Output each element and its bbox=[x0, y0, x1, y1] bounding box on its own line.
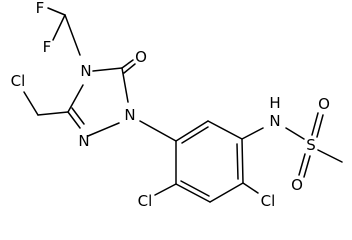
atom-n2: N bbox=[78, 132, 89, 150]
bond-s-o-upper bbox=[311, 112, 319, 136]
bond-c3-ch2 bbox=[37, 111, 69, 116]
bond-c2-c3ar bbox=[207, 120, 243, 140]
bond-f-chf2-top bbox=[47, 7, 66, 16]
bond-c4-c5ar bbox=[209, 182, 244, 203]
atom-cl-left: Cl bbox=[138, 192, 153, 210]
atom-n4: N bbox=[80, 62, 91, 80]
bond-c5-o bbox=[121, 59, 134, 69]
bonds bbox=[23, 7, 343, 203]
atom-o-lower: O bbox=[291, 176, 303, 194]
bond-n1-n2 bbox=[87, 122, 120, 137]
bond-f-chf2-left bbox=[52, 14, 66, 41]
atom-nh: N bbox=[269, 112, 280, 130]
bond-c3-n4 bbox=[67, 84, 84, 113]
bond-s-o-lower bbox=[298, 153, 306, 176]
bond-c4-cl bbox=[242, 182, 259, 194]
bond-c3ar-c4-inner bbox=[236, 143, 239, 180]
atom-f-top: F bbox=[36, 0, 45, 17]
bond-s-ch3 bbox=[317, 149, 343, 163]
chemical-structure: F F N O Cl N N N H S O O Cl Cl bbox=[11, 0, 343, 210]
bond-c3ar-nh bbox=[241, 127, 264, 140]
bond-c1-c2 bbox=[175, 120, 209, 142]
bond-c6-cl bbox=[154, 183, 177, 196]
atom-o-upper: O bbox=[318, 95, 330, 113]
bond-c5ar-c6 bbox=[175, 183, 211, 203]
bond-c5-o-double bbox=[123, 63, 136, 74]
bond-c5ar-c6-inner bbox=[180, 180, 210, 197]
atom-s: S bbox=[306, 136, 316, 154]
bond-s-o-lower-double bbox=[303, 155, 311, 178]
bond-nh-s bbox=[285, 127, 305, 140]
bond-n1-c1 bbox=[139, 120, 177, 142]
bond-c3ar-c4 bbox=[241, 138, 244, 184]
bond-c5-n1 bbox=[121, 67, 129, 103]
atom-n1: N bbox=[124, 106, 135, 124]
bond-chf2-n4 bbox=[64, 14, 81, 56]
bond-c1-c2-inner bbox=[181, 126, 209, 144]
bond-ch2-cl bbox=[23, 91, 39, 116]
atom-f-left: F bbox=[43, 38, 52, 56]
atom-cl-right: Cl bbox=[261, 192, 276, 210]
bond-n4-c5 bbox=[92, 67, 123, 72]
atom-o-carbonyl: O bbox=[135, 48, 147, 66]
atom-labels: F F N O Cl N N N H S O O Cl Cl bbox=[11, 0, 330, 210]
bond-n2-c3-double bbox=[71, 107, 85, 125]
atom-h: H bbox=[269, 94, 280, 112]
bond-s-o-upper-double bbox=[316, 114, 324, 138]
bond-n2-c3 bbox=[67, 111, 81, 129]
atom-cl-methyl: Cl bbox=[11, 72, 26, 90]
